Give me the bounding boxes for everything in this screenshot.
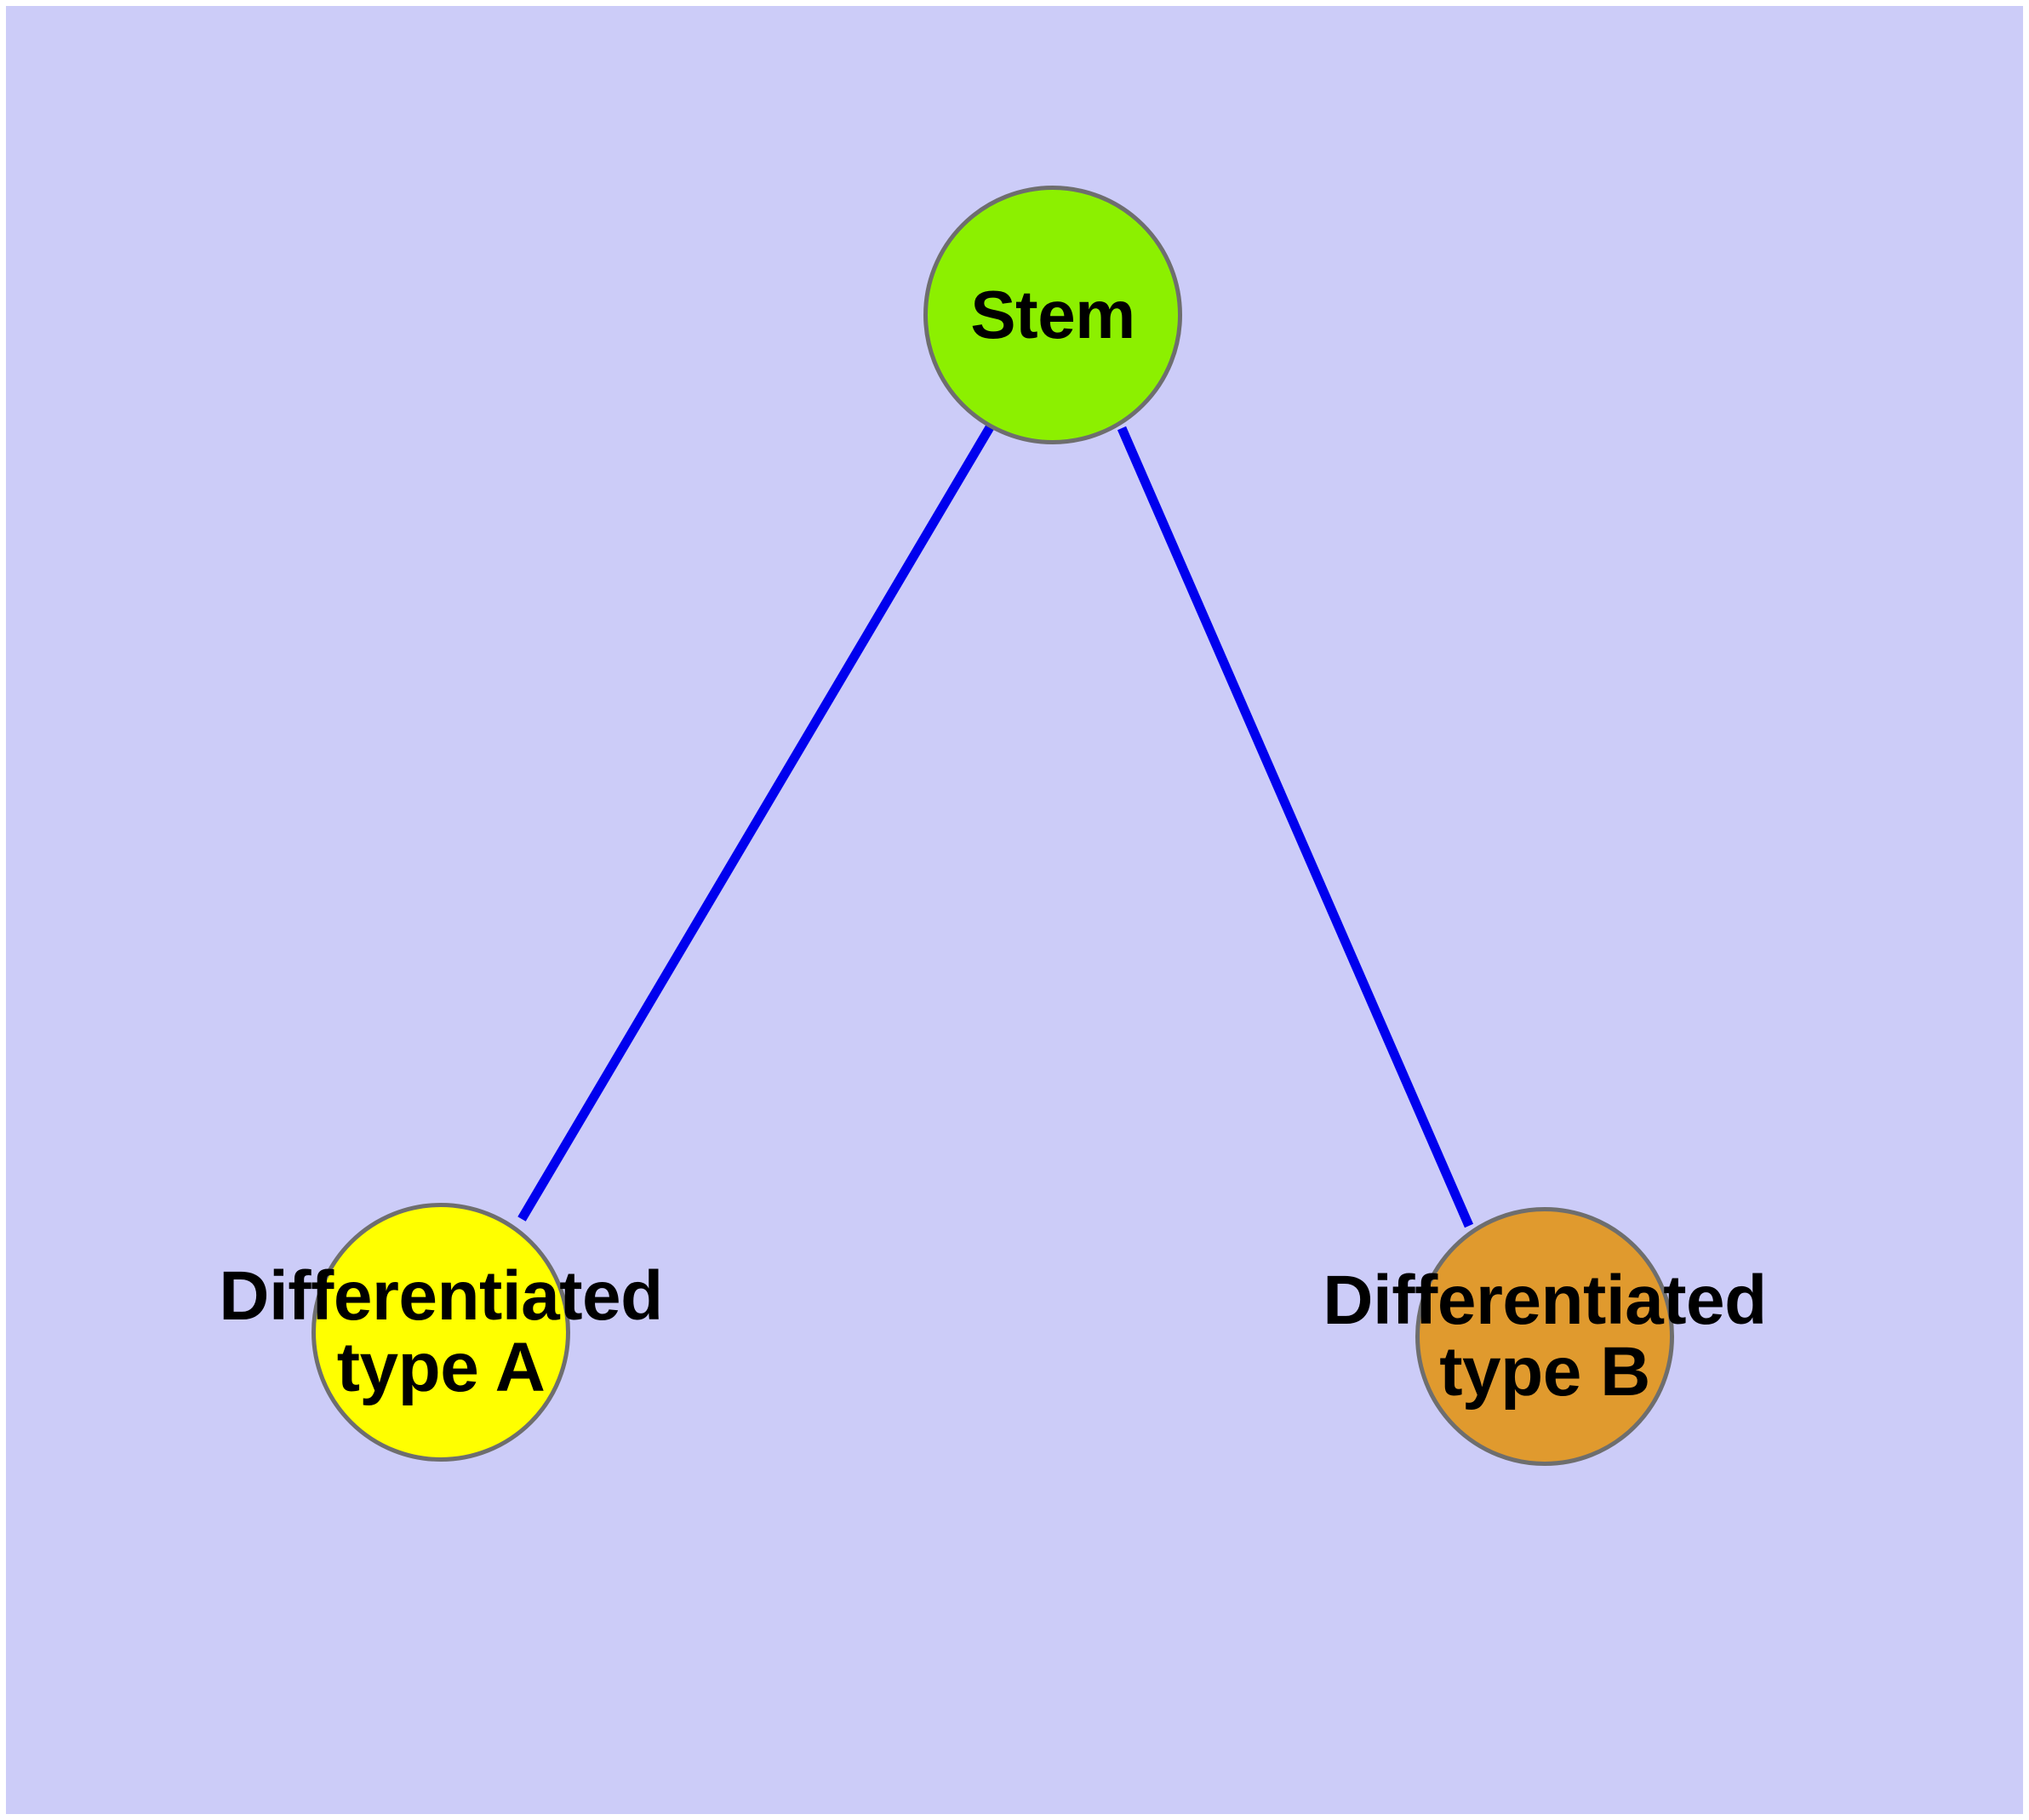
node-differentiated-type-a[interactable] <box>311 1203 570 1462</box>
node-differentiated-type-b[interactable] <box>1415 1207 1674 1466</box>
node-stem[interactable] <box>923 186 1182 444</box>
